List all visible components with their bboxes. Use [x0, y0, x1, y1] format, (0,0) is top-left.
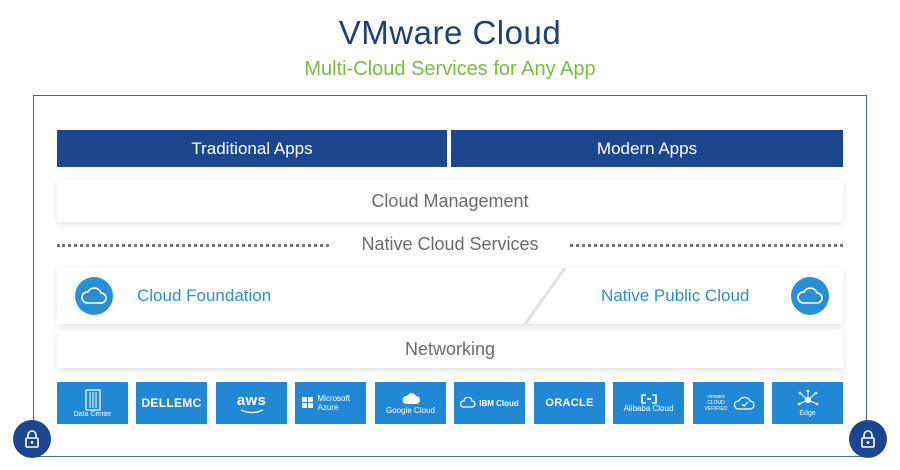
vmware-cloud-verified-logo: vmware CLOUD VERIFIED	[704, 394, 728, 412]
lock-icon	[13, 420, 51, 458]
provider-tile-edge: Edge	[772, 382, 843, 424]
cloud-check-icon	[734, 396, 755, 410]
traditional-apps-bar: Traditional Apps	[57, 130, 447, 167]
alibaba-cloud-icon	[640, 393, 657, 404]
provider-tile-vmware-cloud-verified: vmware CLOUD VERIFIED	[693, 382, 764, 424]
cloud-management-layer: Cloud Management	[57, 180, 843, 222]
lock-icon	[849, 420, 887, 458]
provider-tile-alibaba-cloud: Alibaba Cloud	[613, 382, 684, 424]
ibm-cloud-icon	[460, 397, 476, 408]
aws-logo: aws	[236, 392, 267, 409]
google-cloud-icon	[401, 392, 420, 404]
networking-layer: Networking	[57, 330, 843, 368]
native-public-cloud-label: Native Public Cloud	[601, 286, 750, 305]
provider-tile-google-cloud: Google Cloud	[375, 382, 446, 424]
native-public-cloud-icon	[791, 277, 829, 315]
provider-label: Edge	[799, 409, 816, 417]
google-cloud-logo: Google Cloud	[386, 405, 435, 415]
provider-tile-azure: Microsoft Azure	[295, 382, 366, 424]
right-dotted-divider	[557, 244, 843, 247]
left-dotted-divider	[57, 244, 340, 247]
microsoft-logo-icon	[301, 397, 313, 408]
server-rack-icon	[84, 388, 101, 411]
row-divider	[523, 268, 567, 324]
cloud-foundation-icon	[75, 277, 113, 315]
edge-network-icon	[797, 389, 818, 405]
provider-tile-data-center: Data Center	[57, 382, 128, 424]
dellemc-logo: DELLEMC	[141, 396, 202, 410]
provider-tile-aws: aws	[216, 382, 287, 424]
aws-smile-icon	[240, 409, 263, 414]
provider-label: Data Center	[73, 410, 112, 418]
modern-apps-bar: Modern Apps	[451, 130, 843, 167]
diagram-subtitle: Multi-Cloud Services for Any App	[304, 58, 596, 80]
native-cloud-services-label: Native Cloud Services	[330, 234, 570, 255]
alibaba-cloud-logo: Alibaba Cloud	[623, 403, 674, 413]
diagram-title: VMware Cloud	[338, 14, 562, 51]
cloud-foundation-row: Cloud Foundation Native Public Cloud	[57, 268, 843, 324]
cloud-foundation-label: Cloud Foundation	[137, 286, 272, 305]
azure-logo: Microsoft Azure	[317, 394, 350, 412]
provider-tile-oracle: ORACLE	[534, 382, 605, 424]
oracle-logo: ORACLE	[545, 397, 594, 409]
ibm-cloud-logo: IBM Cloud	[479, 398, 519, 408]
provider-tile-ibm-cloud: IBM Cloud	[454, 382, 525, 424]
provider-tile-dellemc: DELLEMC	[136, 382, 207, 424]
